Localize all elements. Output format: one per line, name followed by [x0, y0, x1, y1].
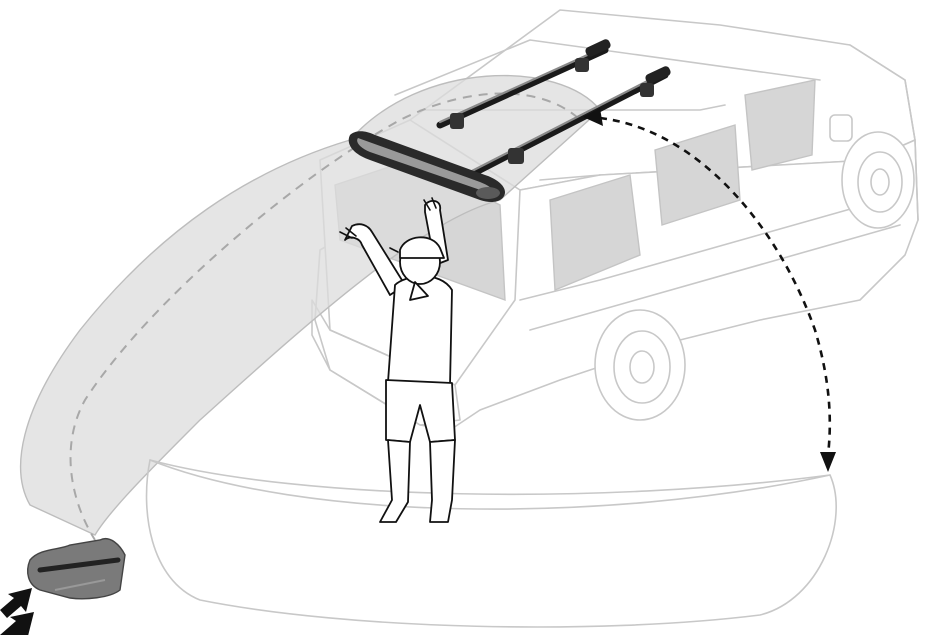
- motion-arrow: [0, 588, 34, 635]
- front-wheel: [842, 132, 914, 228]
- side-window-front: [745, 80, 815, 170]
- rear-wheel: [595, 310, 685, 420]
- side-mirror: [830, 115, 852, 141]
- folded-canoe-package: [28, 539, 125, 599]
- canoe-on-ground-outline: [147, 460, 837, 627]
